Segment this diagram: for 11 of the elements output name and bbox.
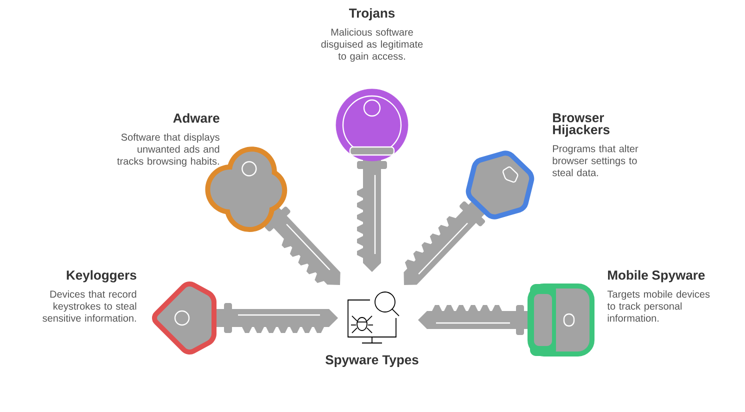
- heading-text: Mobile Spyware: [608, 270, 705, 282]
- diagram-title: Spyware Types: [326, 355, 418, 367]
- heading-text: Adware: [173, 113, 220, 123]
- description-text: Software that displays unwanted ads and tracks browsing habits.: [117, 133, 220, 167]
- description-text: Malicious software disguised as legitimate to gain access.: [321, 28, 423, 62]
- heading-text: Browser Hijackers: [553, 113, 610, 137]
- heading-text: Keyloggers: [66, 270, 136, 282]
- heading-text: Trojans: [349, 8, 395, 20]
- description-text: Devices that record keystrokes to steal sensitive information.: [42, 290, 136, 322]
- description-text: Targets mobile devices to track personal information.: [607, 290, 710, 322]
- description-text: Programs that alter browser settings to steal data.: [552, 144, 638, 176]
